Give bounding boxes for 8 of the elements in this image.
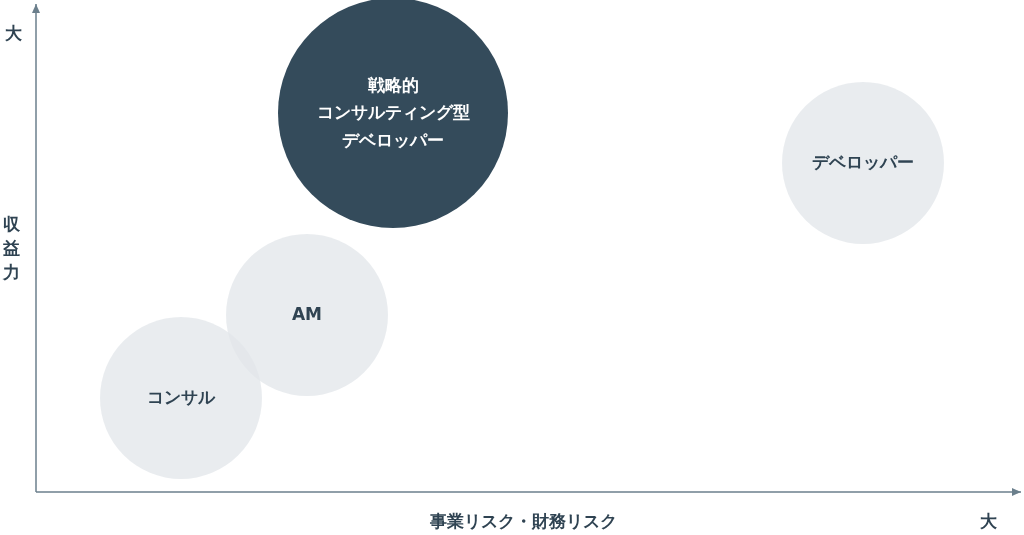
- axis-label: 事業リスク・財務リスク: [430, 510, 617, 533]
- circle-label: コンサル: [147, 386, 215, 410]
- axis-label: 大: [980, 510, 997, 533]
- circle-label: AM: [291, 303, 323, 327]
- circle-label: デベロッパー: [812, 151, 914, 175]
- axis-label: 大: [5, 22, 22, 45]
- axis-label: 収益力: [3, 213, 21, 284]
- circle-label: 戦略的コンサルティング型デベロッパー: [316, 74, 470, 152]
